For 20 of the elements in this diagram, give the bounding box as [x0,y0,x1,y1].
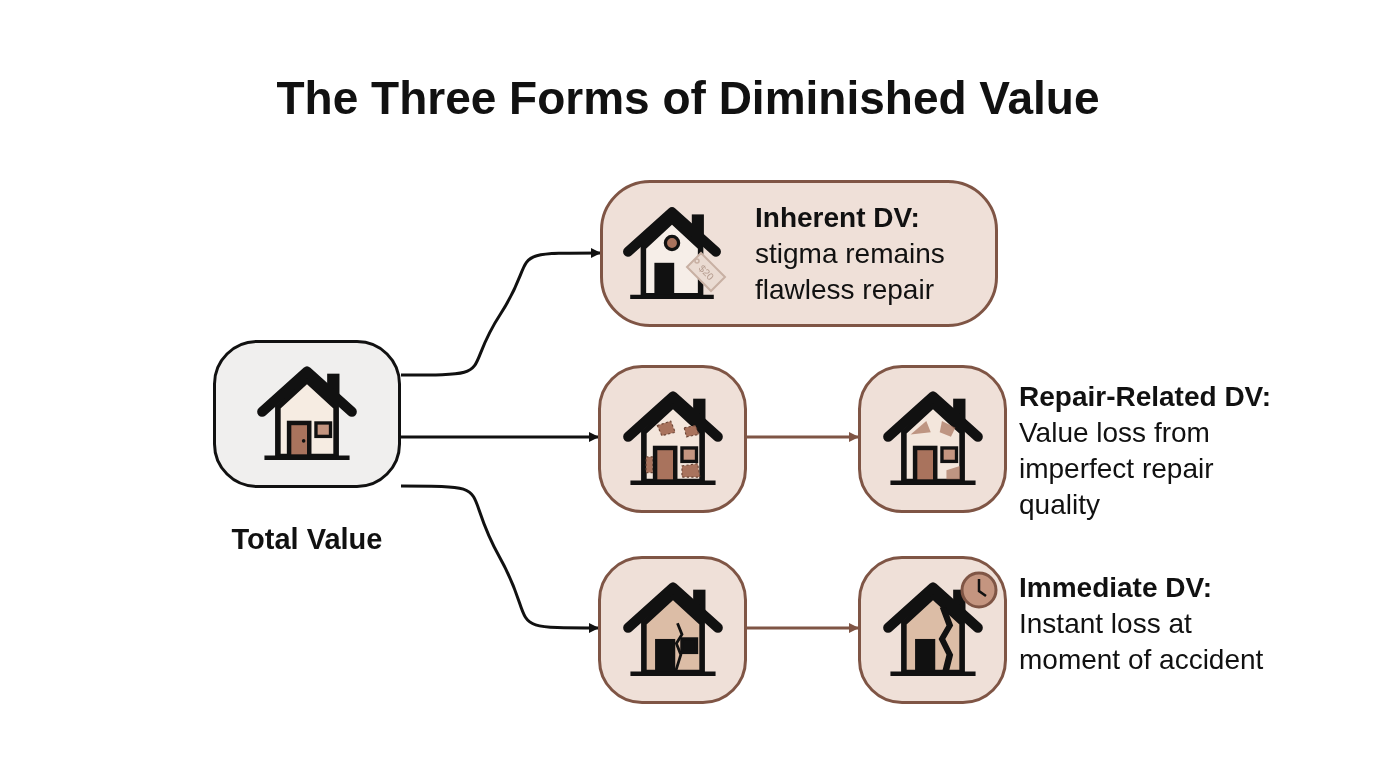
arrow [747,623,859,633]
price-label: $20 [695,261,718,284]
arrow [401,432,599,442]
arrow [401,248,601,377]
arrow [747,432,859,442]
icon-card [213,340,401,488]
icon-card [598,365,747,513]
side-heading: Immediate DV: [1019,571,1213,605]
card-heading: Inherent DV: [755,200,921,235]
arrow [401,484,599,633]
diagram-title: The Three Forms of Diminished Value [276,71,1100,126]
side-description: Value loss from imperfect repair quality [1019,416,1215,522]
card-description: stigma remains flawless repair [755,236,946,307]
side-heading: Repair-Related DV: [1019,380,1273,414]
side-description: Instant loss at moment of accident [1019,607,1265,677]
node-label: Total Value [230,522,384,557]
info-card [600,180,998,327]
icon-card [598,556,747,704]
icon-card [858,365,1007,513]
icon-card [858,556,1007,704]
